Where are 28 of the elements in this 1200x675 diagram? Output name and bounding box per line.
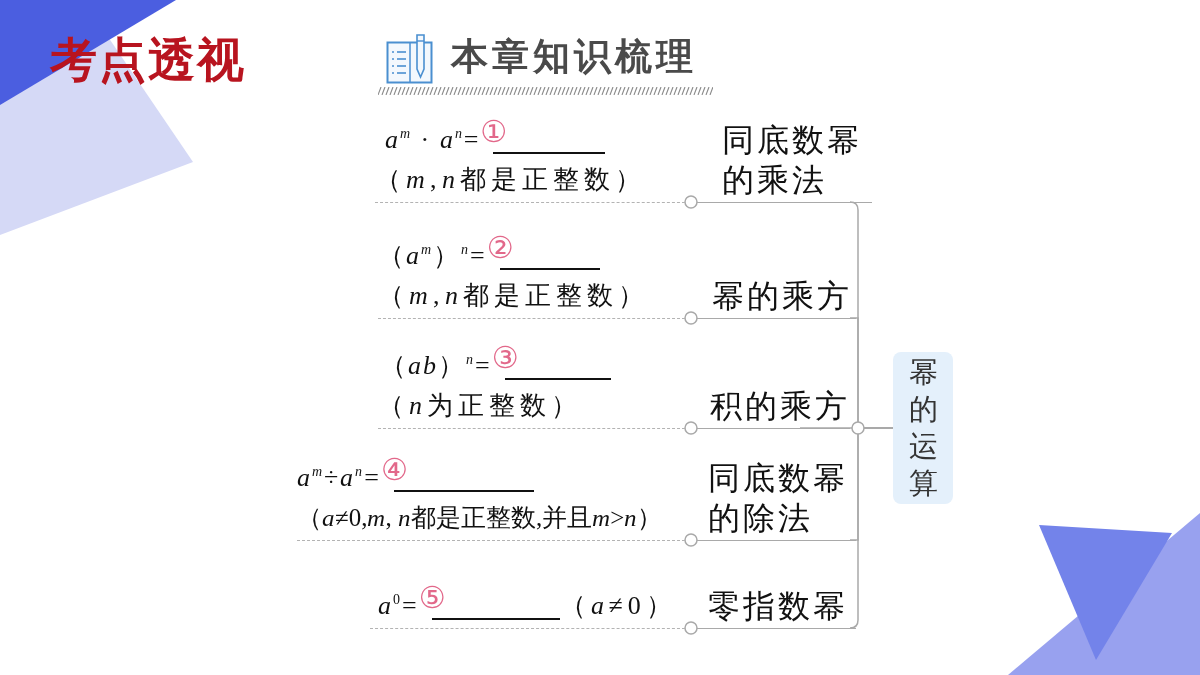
branch-topic: 幂的乘方: [697, 267, 856, 319]
branch-topic: 零指数幂: [697, 577, 856, 629]
branch-topic: 积的乘方: [697, 377, 850, 429]
formula-text: a$^{0}$=: [378, 591, 419, 620]
answer-number: ③: [491, 340, 519, 375]
section-heading: 考点透视: [50, 34, 246, 86]
condition-text: （m,n都是正整数）: [375, 164, 647, 196]
junction-circle: [684, 195, 698, 209]
junction-circle: [684, 533, 698, 547]
answer-number: ⑤: [418, 580, 446, 615]
condition-text: （n为正整数）: [378, 390, 583, 422]
condition-text: （a≠0,m, n都是正整数,并且m>n）: [297, 503, 664, 533]
answer-number: ①: [480, 114, 508, 149]
formula-text: a$^{m}$ · a$^{n}$=: [385, 125, 481, 154]
central-topic-box: 幂的运算: [893, 352, 953, 504]
condition-text: （a≠0）: [559, 591, 677, 620]
answer-number: ④: [380, 452, 408, 487]
branch-topic: 同底数幂的乘法: [697, 111, 872, 203]
junction-circle: [684, 421, 698, 435]
formula-text: （ab）$^{n}$=: [380, 351, 492, 380]
diagram-title: 本章知识梳理: [451, 37, 697, 78]
answer-number: ②: [486, 230, 514, 265]
branch-topic: 同底数幂的除法: [697, 449, 856, 541]
condition-text: （m,n都是正整数）: [378, 280, 650, 312]
formula-text: a$^{m}$÷a$^{n}$=: [297, 463, 381, 492]
junction-circle: [684, 621, 698, 635]
formula-text: （a$^{m}$）$^{n}$=: [378, 241, 487, 270]
junction-circle: [684, 311, 698, 325]
